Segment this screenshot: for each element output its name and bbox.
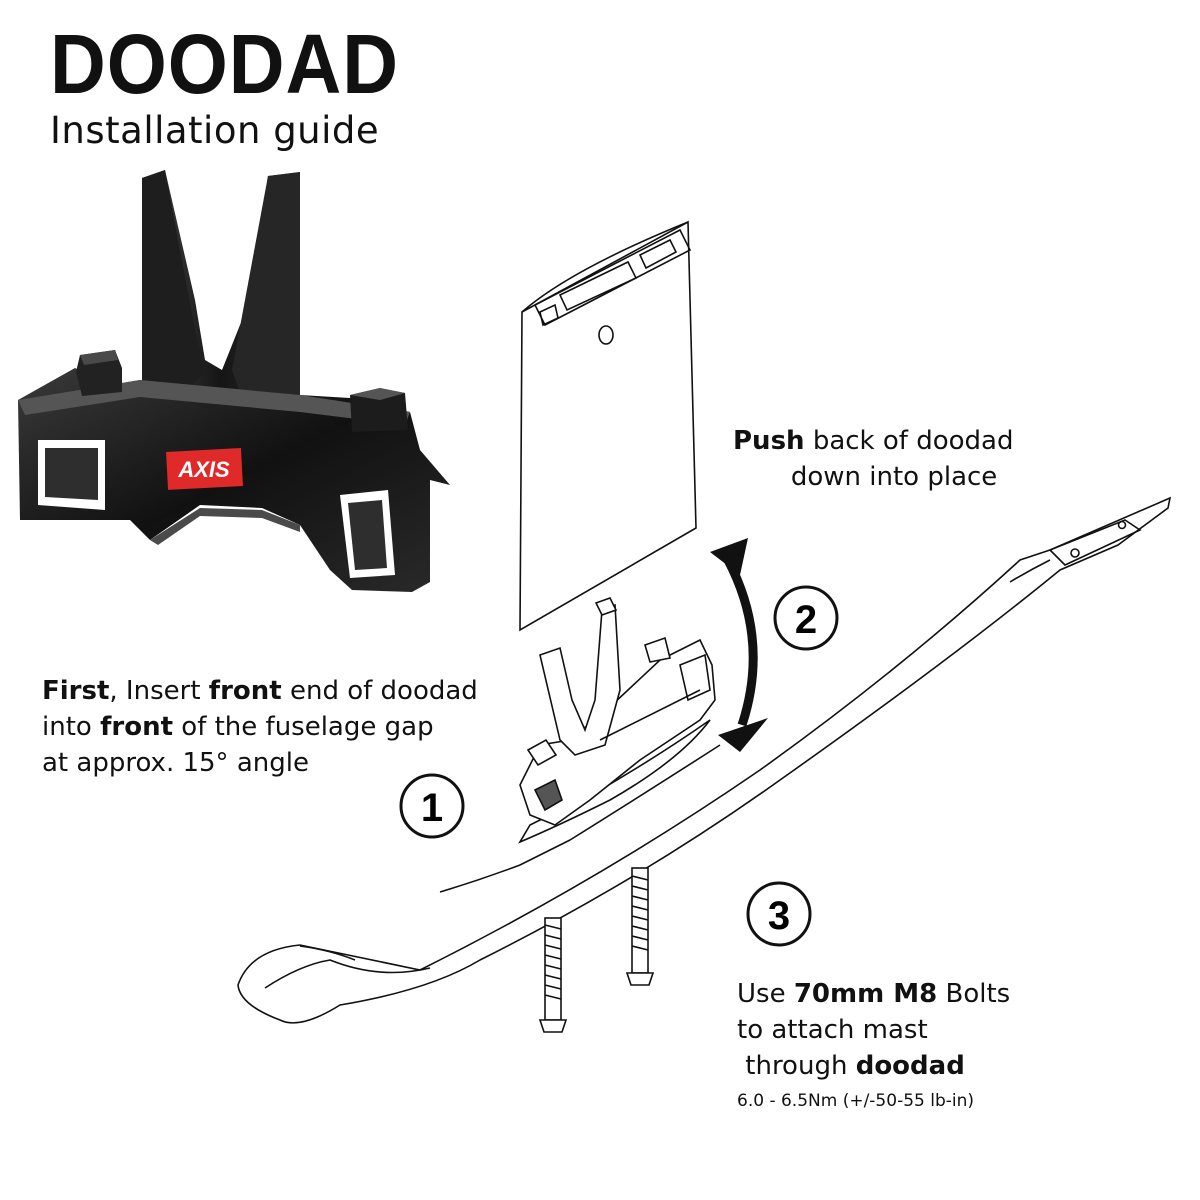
mast-drawing: [519, 220, 697, 632]
page-subtitle: Installation guide: [50, 109, 380, 152]
fuselage-drawing: [237, 496, 1172, 1024]
instruction-text: , Insert: [109, 676, 209, 706]
axis-logo-badge: [166, 448, 243, 490]
instruction-emphasis: doodad: [855, 1051, 965, 1081]
instruction-text: Bolts: [937, 979, 1011, 1009]
instruction-emphasis: Push: [733, 426, 805, 456]
step-2-number: 2: [795, 598, 817, 642]
instruction-emphasis: First: [42, 676, 110, 706]
step-1-instruction: First, Insert front end of doodad into fr…: [42, 673, 478, 781]
instruction-text: through: [737, 1051, 856, 1081]
bolt-2: [625, 867, 655, 986]
instruction-text: back of doodad: [804, 426, 1014, 456]
torque-spec: 6.0 - 6.5Nm (+/-50-55 lb-in): [737, 1091, 975, 1111]
instruction-text: to attach mast: [737, 1015, 928, 1045]
instruction-text: down into place: [733, 462, 998, 492]
instruction-text: Use: [737, 979, 794, 1009]
page-title: DOODAD: [50, 17, 399, 111]
instruction-emphasis: front: [100, 712, 174, 742]
rotate-arrow-icon: [710, 538, 768, 752]
instruction-emphasis: 70mm M8: [793, 979, 938, 1009]
doodad-drawing: [519, 597, 716, 826]
axis-logo-text: AXIS: [177, 457, 230, 482]
step-3-badge: 3: [746, 881, 812, 947]
instruction-text: end of doodad: [281, 676, 478, 706]
step-2-badge: 2: [773, 585, 839, 651]
step-1-number: 1: [421, 786, 443, 830]
step-2-instruction: Push back of doodad down into place: [733, 423, 1013, 495]
instruction-emphasis: front: [208, 676, 282, 706]
instruction-text: into: [42, 712, 101, 742]
step-3-number: 3: [768, 894, 790, 938]
step-1-badge: 1: [399, 773, 465, 839]
instruction-text: of the fuselage gap: [173, 712, 434, 742]
doodad-product-render: AXIS: [18, 170, 450, 592]
instruction-text: at approx. 15° angle: [42, 748, 309, 778]
bolt-1: [538, 917, 568, 1033]
